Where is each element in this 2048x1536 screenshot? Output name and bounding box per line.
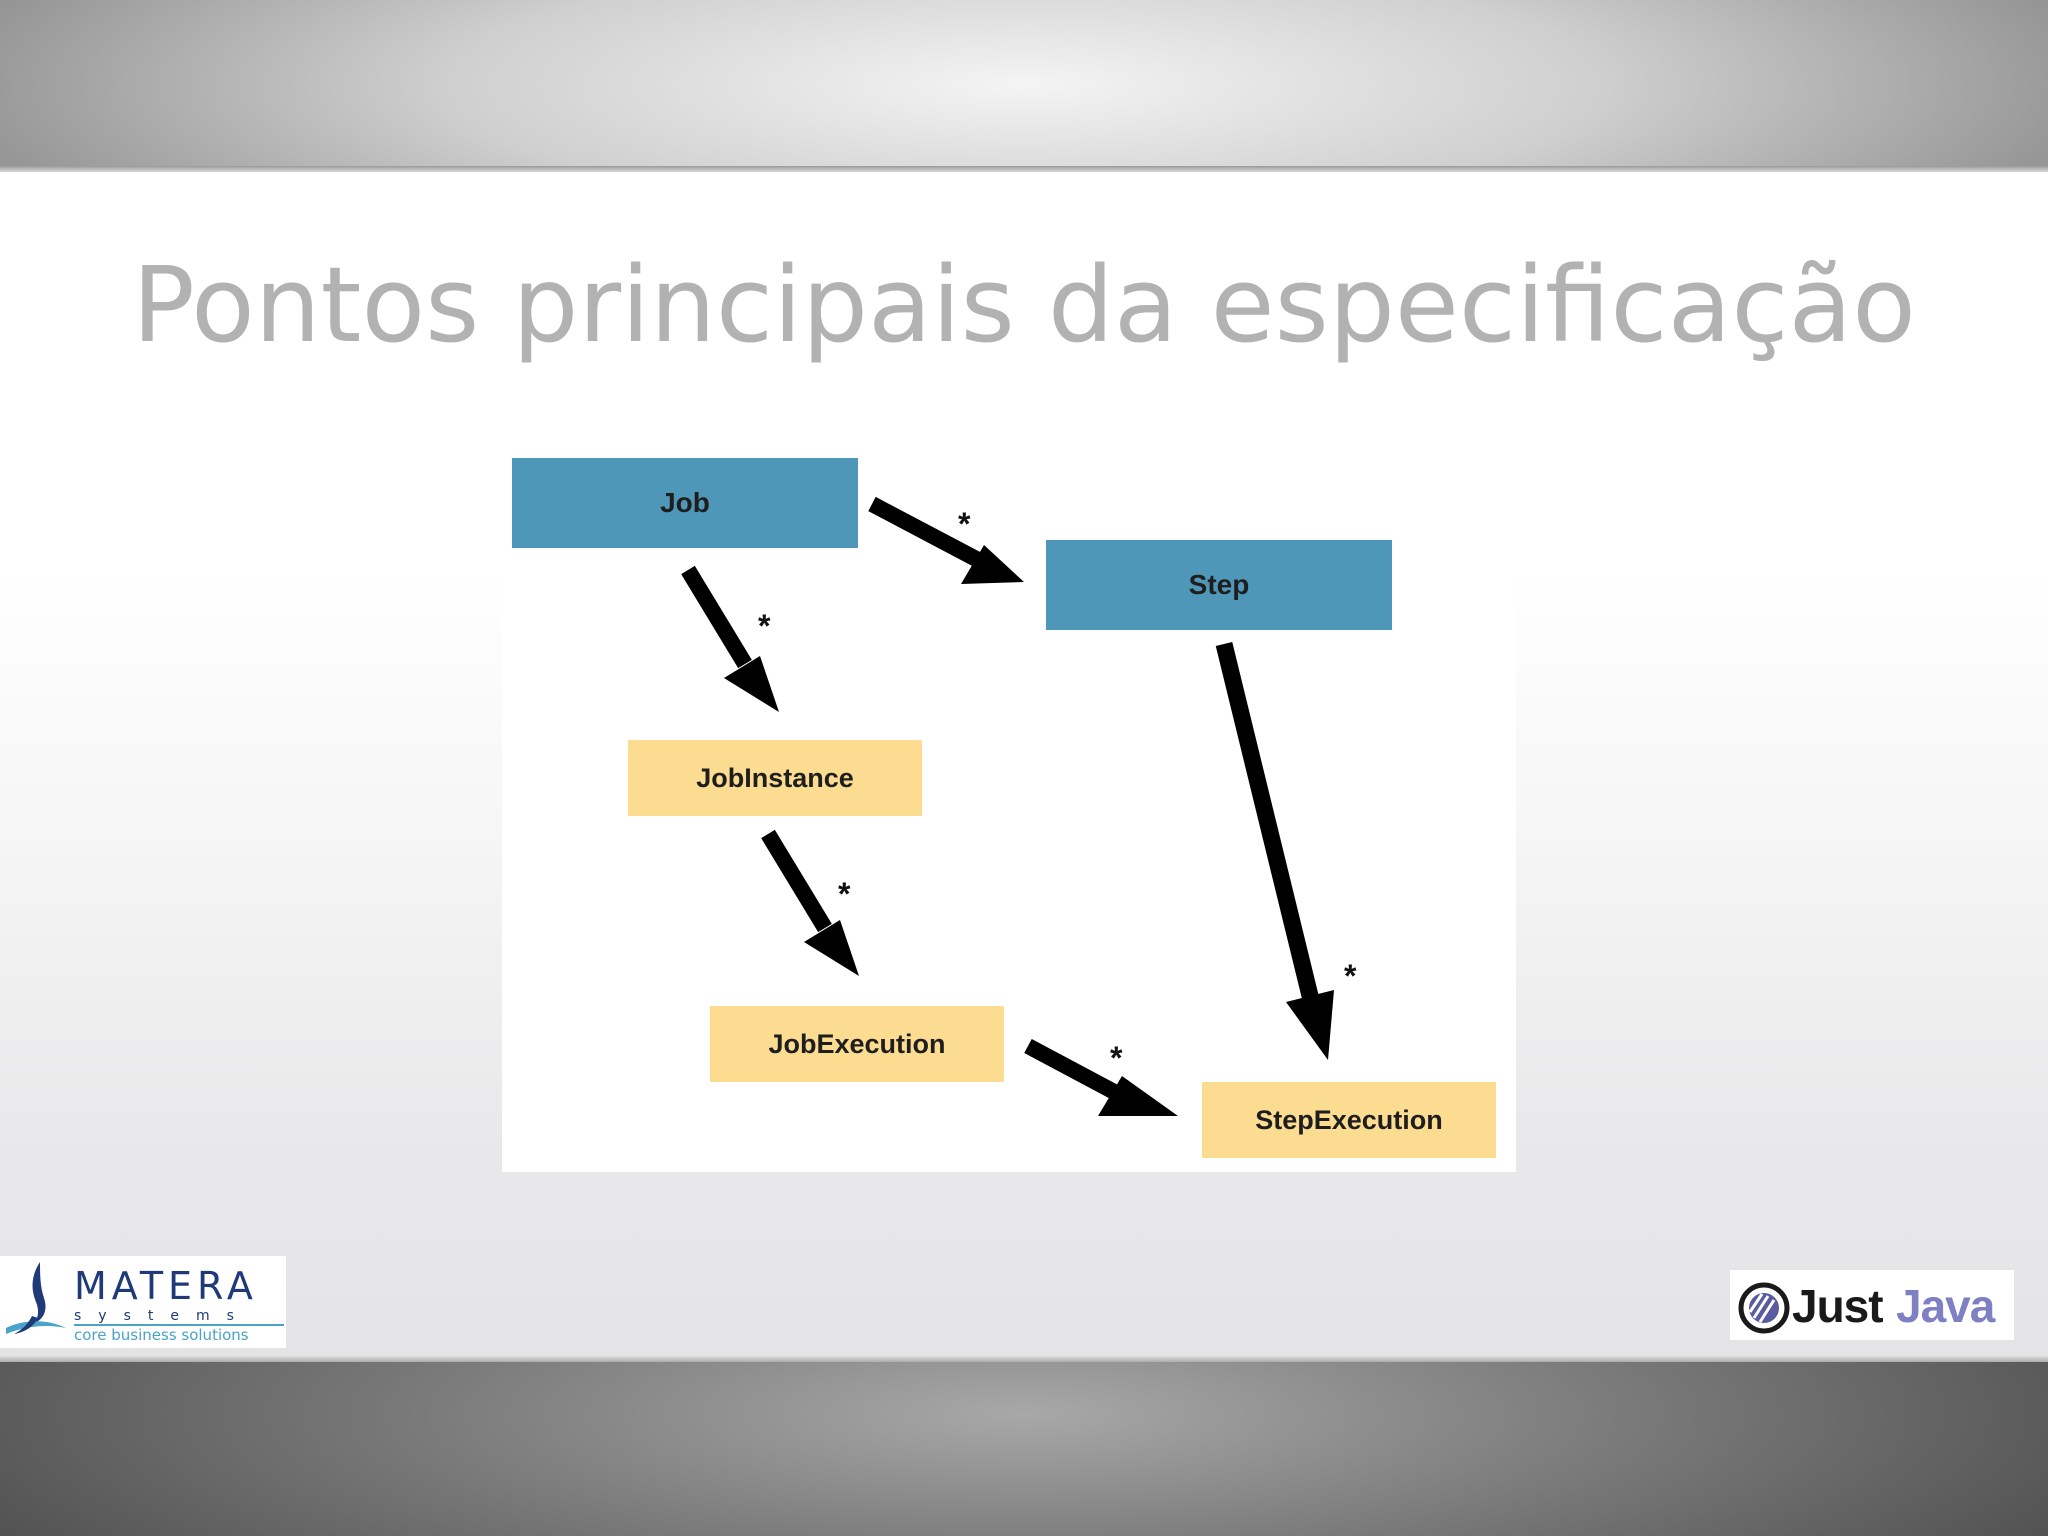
node-job: Job	[512, 458, 858, 548]
matera-subtitle: systems	[74, 1308, 251, 1324]
bottom-frame-edge	[0, 1356, 2048, 1364]
node-jobexecution: JobExecution	[710, 1006, 1004, 1082]
diagram-panel: Job Step JobInstance JobExecution StepEx…	[502, 448, 1516, 1172]
multiplicity-label-job-step: *	[958, 506, 971, 542]
multiplicity-label-job-jobinstance: *	[758, 608, 771, 644]
justjava-wordmark-java: Java	[1896, 1280, 1995, 1332]
matera-wordmark: MATERA	[74, 1264, 258, 1308]
arrow-job-to-jobinstance	[681, 565, 779, 712]
multiplicity-label-step-stepexecution: *	[1344, 958, 1357, 994]
arrow-job-to-step	[868, 496, 1024, 584]
top-frame-band	[0, 0, 2048, 170]
arrow-step-to-stepexecution	[1215, 641, 1334, 1060]
multiplicity-label-jobinstance-jobexecution: *	[838, 876, 851, 912]
slide-title: Pontos principais da especificação	[132, 244, 1916, 366]
justjava-globe-icon	[1738, 1282, 1790, 1334]
node-step: Step	[1046, 540, 1392, 630]
justjava-logo: Just Java	[1730, 1270, 2014, 1340]
matera-tagline: core business solutions	[74, 1326, 249, 1344]
arrow-jobexecution-to-stepexecution	[1024, 1038, 1178, 1116]
multiplicity-label-jobexecution-stepexecution: *	[1110, 1040, 1123, 1076]
node-stepexecution: StepExecution	[1202, 1082, 1496, 1158]
node-jobinstance: JobInstance	[628, 740, 922, 816]
matera-emblem-icon	[6, 1262, 66, 1334]
bottom-frame-band	[0, 1362, 2048, 1536]
diagram-arrows	[681, 496, 1334, 1116]
arrow-jobinstance-to-jobexecution	[761, 829, 859, 976]
top-frame-edge	[0, 166, 2048, 172]
matera-logo: MATERA systems core business solutions	[0, 1256, 286, 1348]
justjava-wordmark-just: Just	[1792, 1280, 1884, 1332]
matera-divider	[74, 1324, 284, 1326]
